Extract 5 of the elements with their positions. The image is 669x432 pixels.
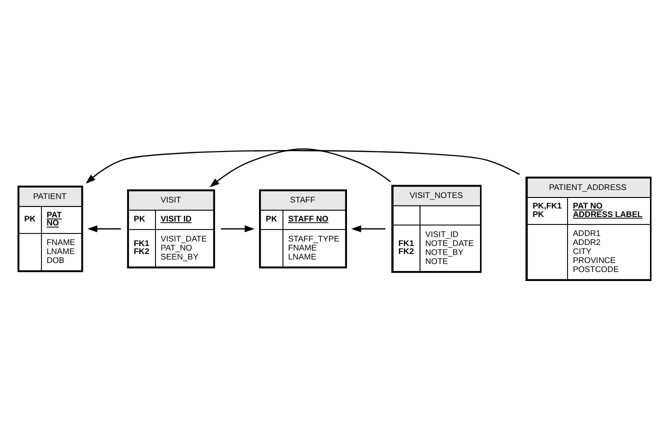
arrow [86,150,520,184]
arrow [210,148,391,187]
arrow [351,224,386,232]
arrow [87,224,121,232]
arrow [221,224,255,232]
